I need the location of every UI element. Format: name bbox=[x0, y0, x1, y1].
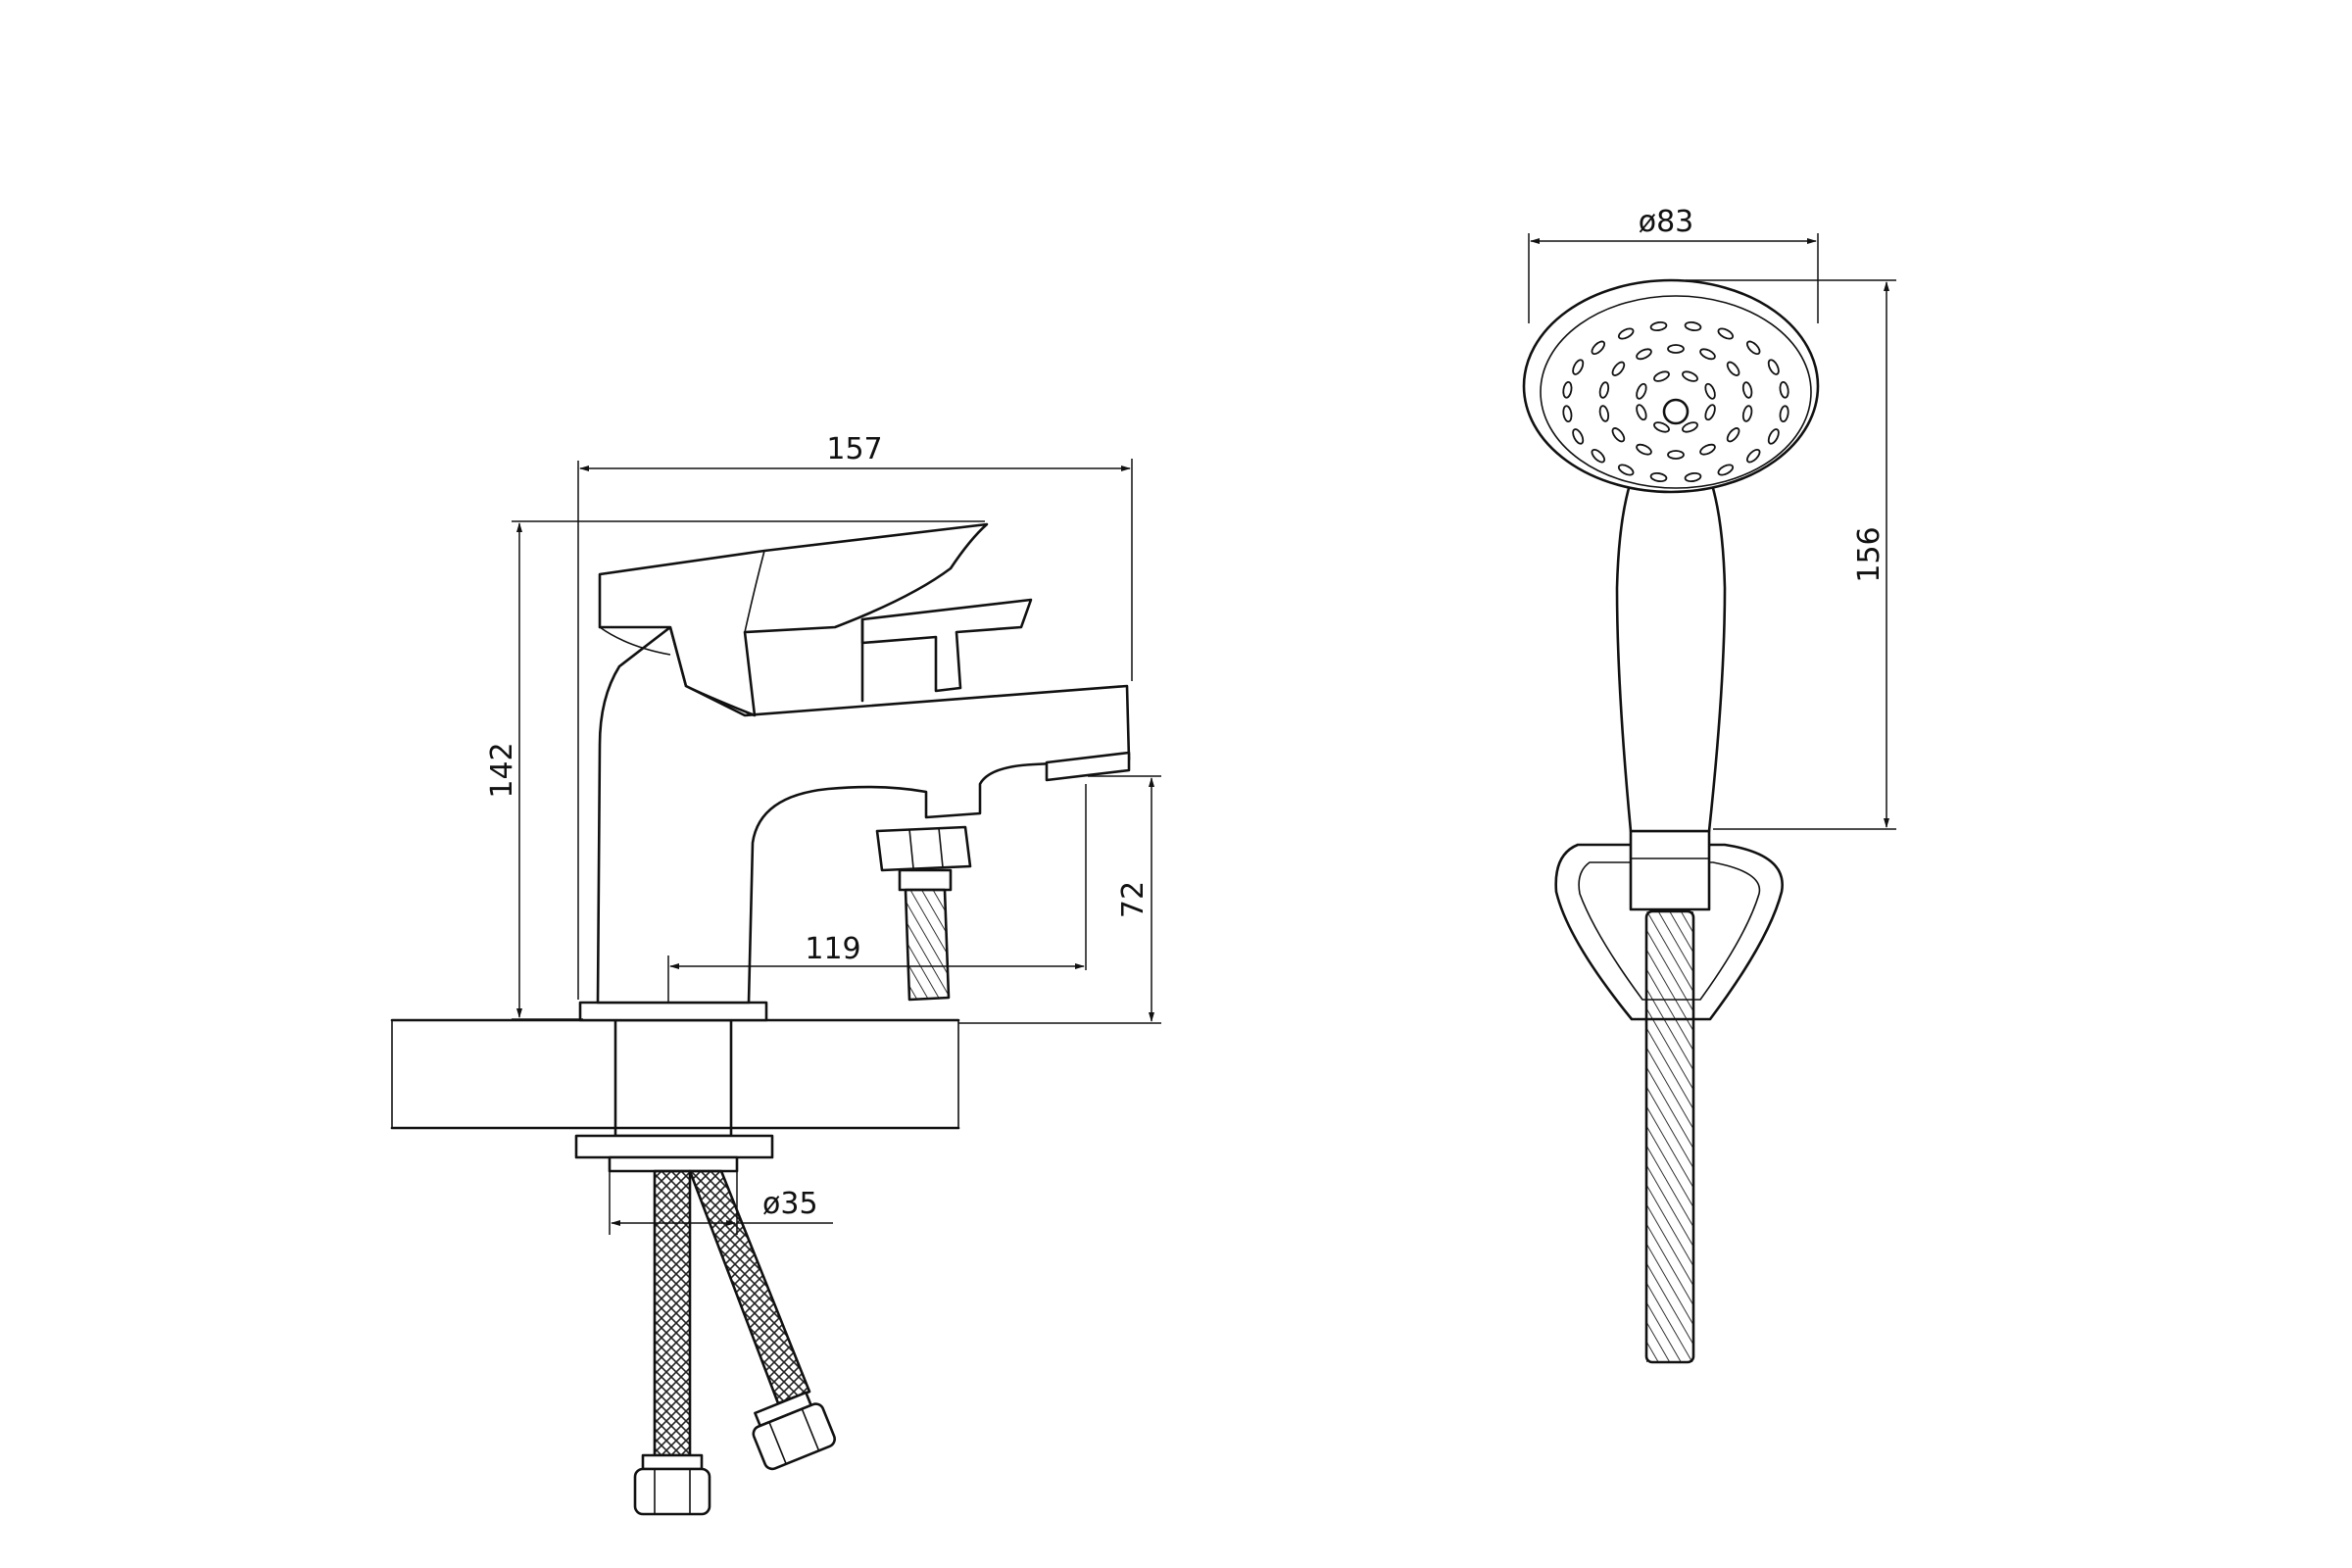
nozzle bbox=[1741, 381, 1753, 399]
nozzle bbox=[1745, 340, 1761, 356]
dimension-overall-height: 142 bbox=[485, 520, 985, 1020]
nozzle bbox=[1649, 471, 1668, 483]
spout-outlet bbox=[1045, 751, 1131, 782]
dimension-label-142: 142 bbox=[485, 742, 519, 798]
nozzle bbox=[1649, 320, 1668, 332]
nozzle bbox=[1717, 464, 1735, 476]
nozzle bbox=[1572, 359, 1585, 375]
shower-hose-connector bbox=[875, 825, 972, 1002]
shower-holder-bracket bbox=[1554, 843, 1784, 1021]
diverter-knob bbox=[860, 598, 1033, 693]
mounting-washer bbox=[608, 1155, 739, 1173]
mounting-nut bbox=[574, 1134, 774, 1159]
dimension-label-156: 156 bbox=[1852, 526, 1886, 582]
nozzle bbox=[1779, 405, 1789, 423]
nozzle bbox=[1682, 421, 1698, 433]
nozzle bbox=[1562, 380, 1573, 399]
dimension-label-diameter-83: ø83 bbox=[1639, 205, 1694, 239]
faucet-base bbox=[578, 1001, 768, 1022]
shower-hose bbox=[1644, 909, 1695, 1364]
nozzle bbox=[1767, 428, 1780, 445]
nozzle bbox=[1653, 421, 1670, 433]
mounting-thread bbox=[614, 1019, 732, 1137]
faucet-view: 157 142 119 72 ø35 bbox=[390, 432, 1161, 1516]
nozzle bbox=[1636, 348, 1652, 361]
nozzle bbox=[1598, 405, 1610, 422]
dimension-overall-width: 157 bbox=[577, 432, 1133, 1000]
nozzle bbox=[1636, 404, 1647, 421]
nozzle bbox=[1741, 405, 1753, 422]
supply-hose-right bbox=[688, 1169, 836, 1471]
nozzle bbox=[1726, 427, 1740, 443]
nozzle bbox=[1699, 348, 1716, 361]
lever-handle bbox=[598, 522, 989, 717]
nozzle bbox=[1767, 359, 1780, 375]
dimension-label-157: 157 bbox=[826, 432, 882, 466]
dimension-spout-height: 72 bbox=[958, 775, 1161, 1024]
nozzle bbox=[1779, 380, 1789, 399]
nozzle bbox=[1667, 344, 1685, 354]
faucet-body bbox=[596, 625, 1131, 1004]
supply-hose-left bbox=[633, 1169, 711, 1516]
shower-nozzles bbox=[1562, 320, 1789, 483]
nozzle bbox=[1611, 427, 1626, 443]
dimension-head-diameter: ø83 bbox=[1528, 205, 1819, 323]
nozzle bbox=[1562, 405, 1573, 423]
nozzle bbox=[1699, 443, 1716, 456]
nozzle bbox=[1598, 381, 1610, 399]
dimension-label-72: 72 bbox=[1116, 881, 1151, 918]
nozzle bbox=[1617, 464, 1635, 476]
shower-head bbox=[1522, 278, 1820, 494]
nozzle bbox=[1726, 361, 1740, 376]
dimension-label-diameter-35: ø35 bbox=[762, 1187, 818, 1221]
nozzle bbox=[1611, 361, 1626, 376]
nozzle bbox=[1682, 370, 1698, 382]
nozzle bbox=[1636, 382, 1647, 400]
nozzle bbox=[1667, 450, 1685, 460]
nozzle bbox=[1684, 320, 1702, 332]
nozzle bbox=[1617, 327, 1635, 340]
hand-shower-view: ø83 156 bbox=[1522, 205, 1896, 1364]
nozzle bbox=[1653, 370, 1670, 382]
dimension-label-119: 119 bbox=[805, 932, 860, 966]
nozzle bbox=[1636, 443, 1652, 456]
center-nozzle bbox=[1662, 398, 1690, 425]
nozzle bbox=[1745, 448, 1761, 464]
nozzle bbox=[1704, 382, 1716, 400]
nozzle bbox=[1591, 340, 1606, 356]
nozzle bbox=[1572, 428, 1585, 445]
nozzle bbox=[1717, 327, 1735, 340]
dimension-base-diameter: ø35 bbox=[609, 1171, 833, 1235]
nozzle bbox=[1704, 404, 1716, 421]
dimension-shower-length: 156 bbox=[1686, 279, 1896, 830]
countertop-hatch bbox=[391, 1019, 959, 1129]
shower-handle bbox=[1615, 468, 1727, 833]
nozzle bbox=[1591, 448, 1606, 464]
nozzle bbox=[1684, 471, 1702, 483]
handle-ferrule bbox=[1629, 829, 1711, 911]
dimension-spout-reach: 119 bbox=[667, 784, 1087, 1003]
